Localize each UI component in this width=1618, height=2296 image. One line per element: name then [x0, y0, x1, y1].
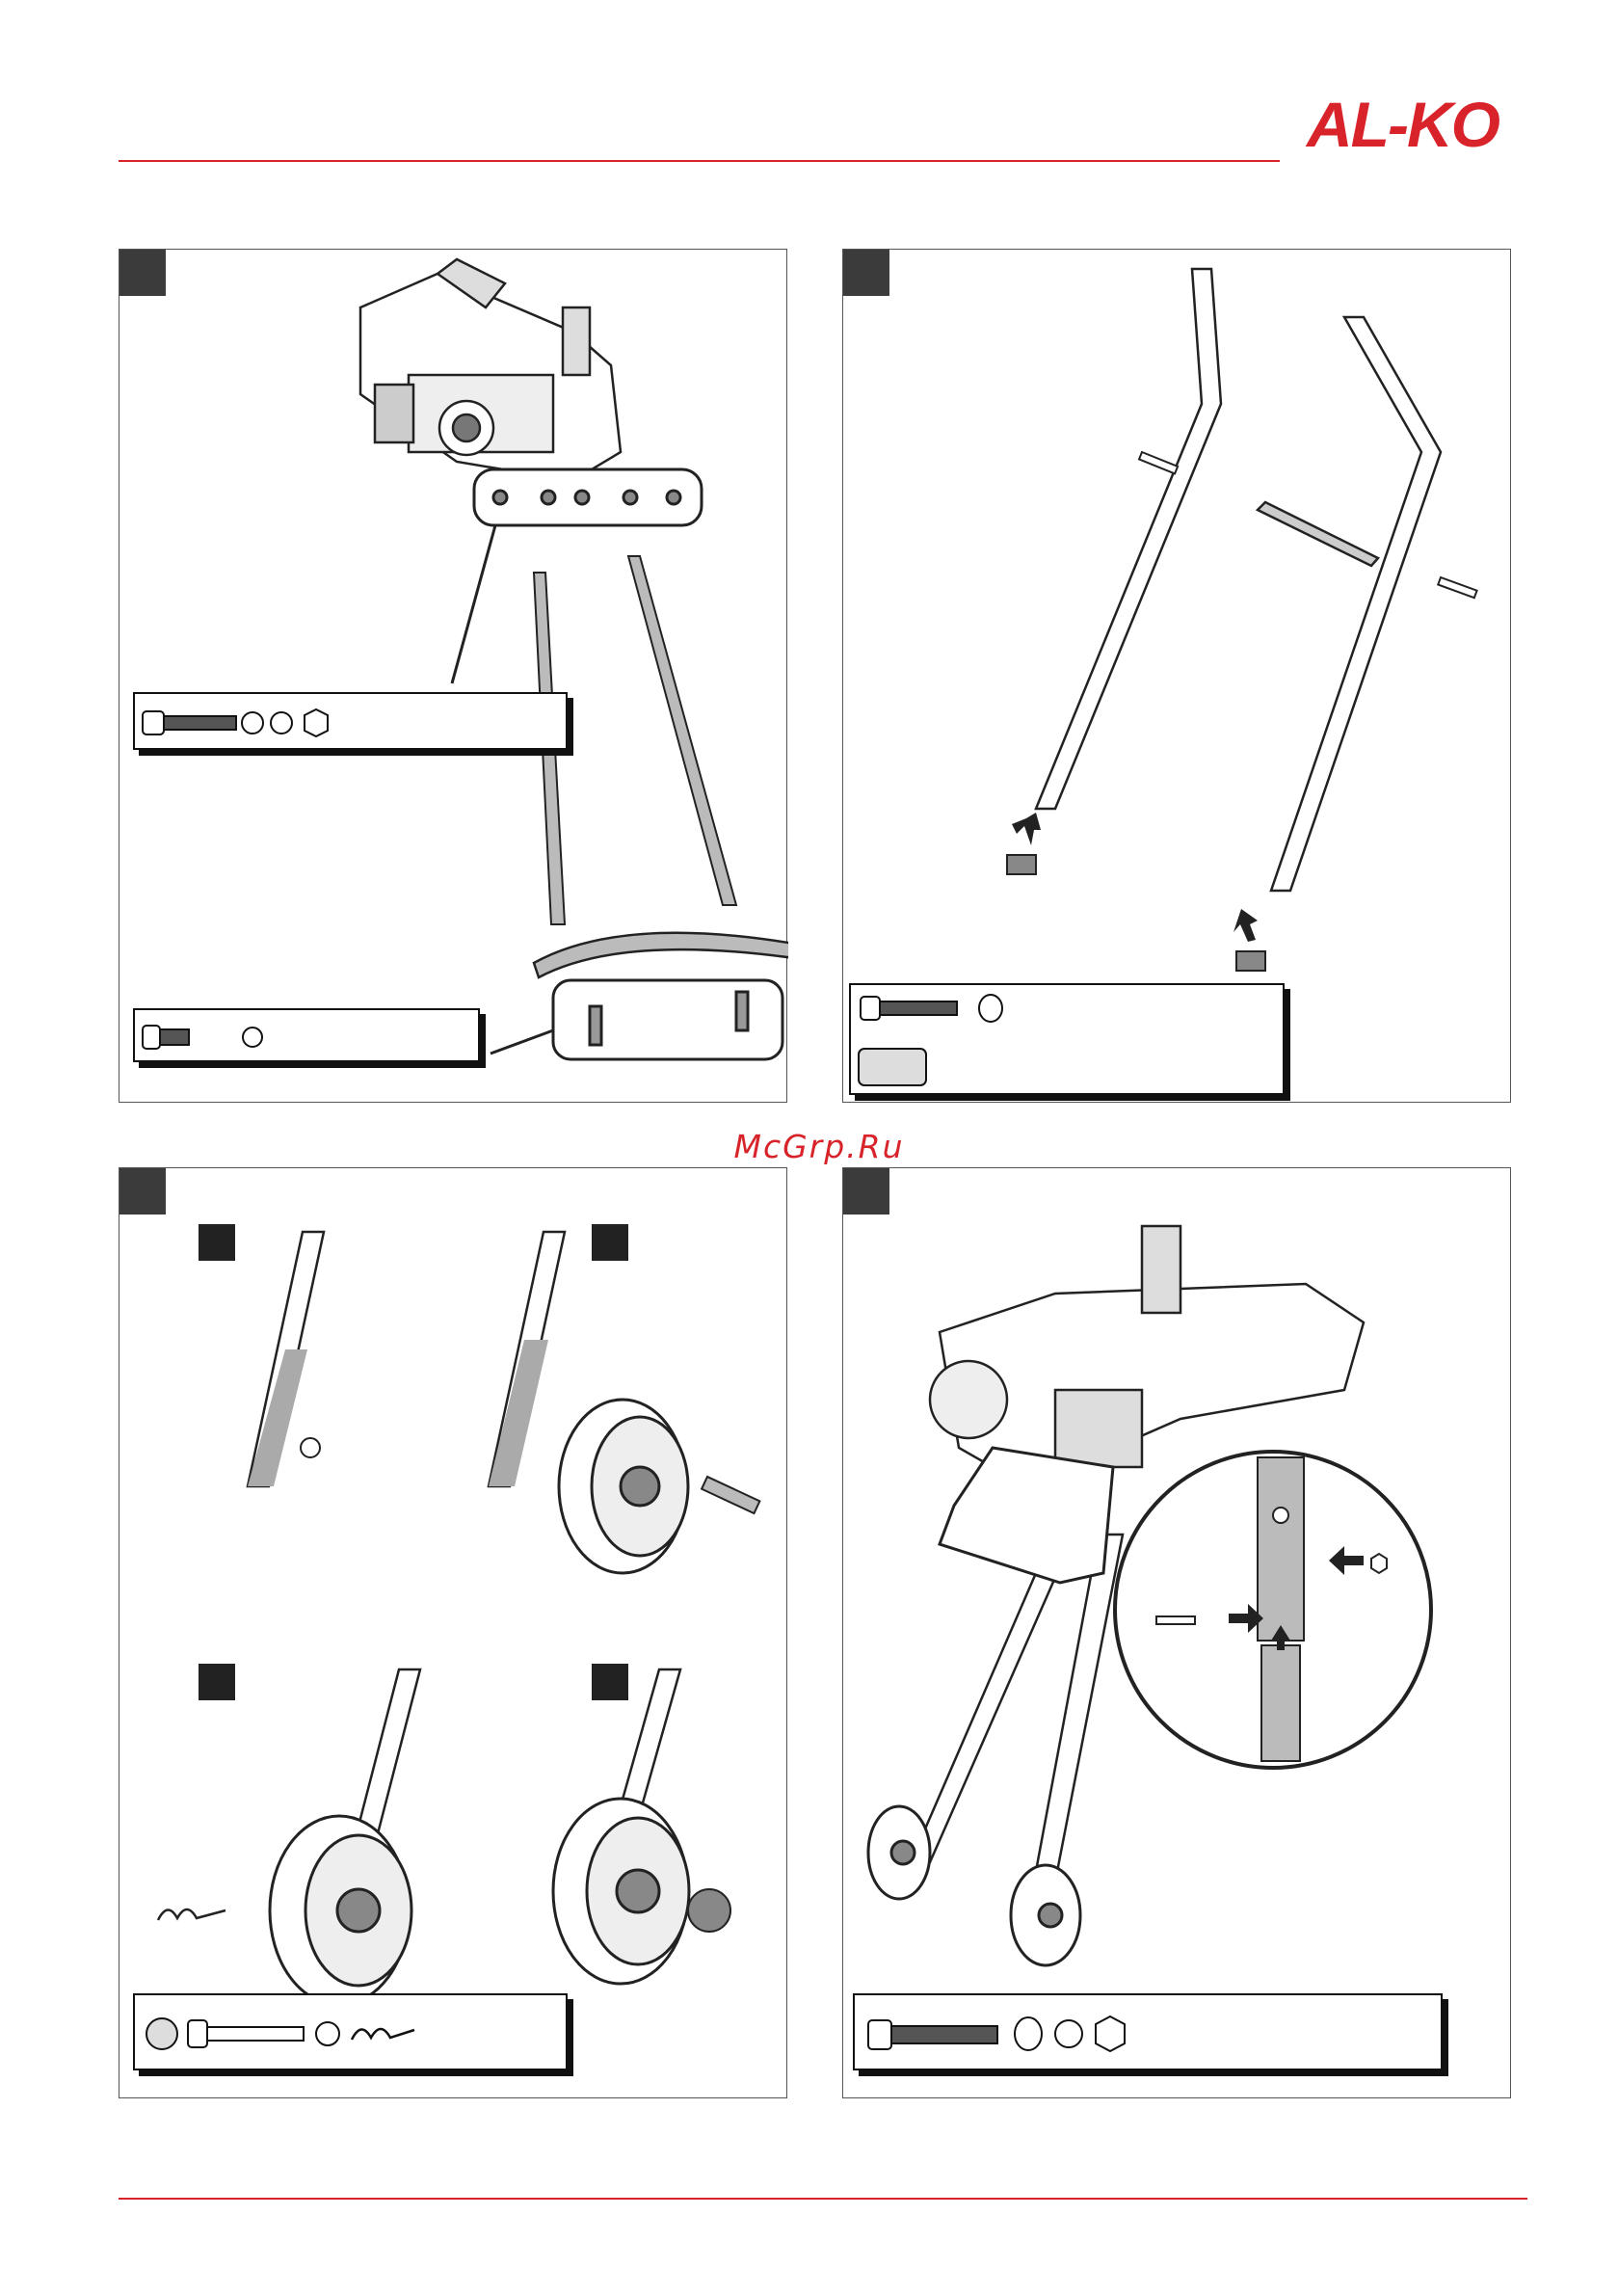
- cap-icon: [688, 1889, 730, 1932]
- panel-stand-legs: [119, 249, 787, 1103]
- illustration-handle: [843, 250, 1512, 1104]
- arrow-icon: [1012, 813, 1041, 845]
- watermark-text: McGrp.Ru: [713, 1128, 925, 1170]
- illustration-stand-legs: [119, 250, 788, 1104]
- split-pin-icon: [352, 2029, 414, 2040]
- washer-icon: [301, 1438, 320, 1457]
- log-splitter-icon: [360, 259, 621, 481]
- washer-icon: [243, 1028, 262, 1047]
- arrow-icon: [1233, 909, 1258, 942]
- handle-tube-left: [1036, 269, 1221, 809]
- small-callout: [940, 1448, 1113, 1583]
- leg-tube-detail: [1258, 1457, 1304, 1761]
- panel-handle: [842, 249, 1511, 1103]
- wheel-icon: [553, 1799, 689, 1984]
- washer-icon: [1015, 2017, 1042, 2050]
- nut-icon: [305, 709, 328, 736]
- bolt-icon: [868, 2020, 997, 2049]
- parts-box-handle-parts: [849, 983, 1285, 1095]
- panel-final-mounting: [842, 1167, 1511, 2098]
- leg-tube-right: [628, 556, 736, 905]
- parts-box-mounting-bolts: [853, 1993, 1443, 2070]
- header-rule: [119, 160, 1280, 162]
- illustration-final-mounting: [843, 1168, 1512, 2099]
- washer-icon: [242, 712, 263, 734]
- axle-pin: [188, 2020, 304, 2047]
- bolt-icon: [1156, 1616, 1195, 1624]
- bolt-icon: [1438, 577, 1476, 598]
- parts-box-wheel-parts: [133, 1993, 568, 2070]
- washer-icon: [979, 995, 1002, 1022]
- callout-bracket: [474, 469, 702, 525]
- crossbar-foot: [534, 933, 788, 977]
- parts-box-screw-set: [133, 1008, 480, 1062]
- nut-icon: [1096, 2016, 1125, 2051]
- washer-icon: [316, 2022, 339, 2045]
- cap-icon: [859, 1049, 926, 1085]
- cap-icon: [1236, 951, 1265, 971]
- cap-icon: [1007, 855, 1036, 874]
- washer-icon: [1055, 2020, 1082, 2047]
- bolt-icon: [143, 1026, 189, 1049]
- nut-icon: [1371, 1554, 1387, 1573]
- brand-logo: AL-KO: [1307, 91, 1534, 158]
- axle-pin: [702, 1477, 759, 1513]
- panel-wheels: [119, 1167, 787, 2098]
- split-pin-icon: [158, 1909, 225, 1920]
- bolt-icon: [1139, 452, 1178, 473]
- washer-icon: [271, 712, 292, 734]
- wheel-icon: [559, 1400, 688, 1573]
- parts-box-bolt-set: [133, 692, 568, 750]
- handle-tube-right: [1271, 317, 1441, 891]
- wheel-icon: [270, 1816, 411, 2005]
- bolt-icon: [143, 711, 236, 734]
- footer-rule: [119, 2198, 1527, 2200]
- foot-callout: [553, 980, 782, 1059]
- handle-crossbar: [1258, 502, 1378, 566]
- illustration-wheels: [119, 1168, 788, 2099]
- cap-icon: [146, 2018, 177, 2049]
- bolt-icon: [861, 997, 957, 1020]
- frame-leg: [911, 1535, 1123, 1882]
